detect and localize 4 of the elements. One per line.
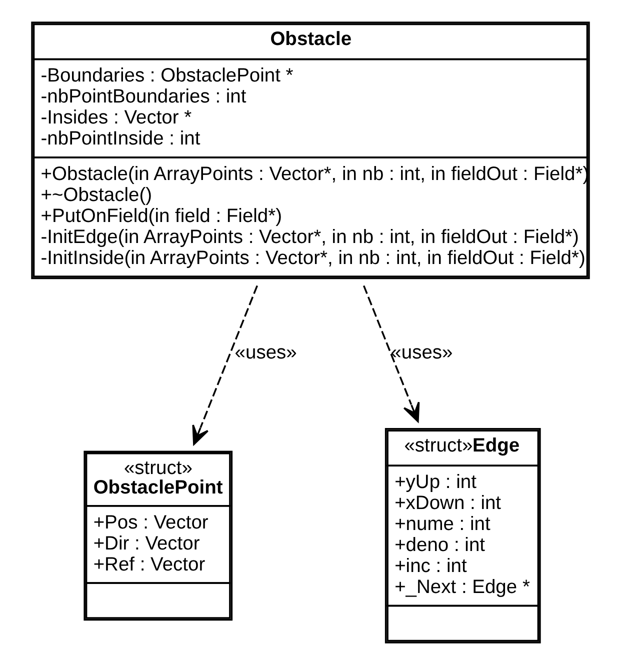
edge-label: «uses»	[234, 342, 297, 364]
edge-label: «uses»	[390, 342, 453, 364]
arrow	[362, 285, 420, 422]
arrow	[192, 285, 258, 446]
